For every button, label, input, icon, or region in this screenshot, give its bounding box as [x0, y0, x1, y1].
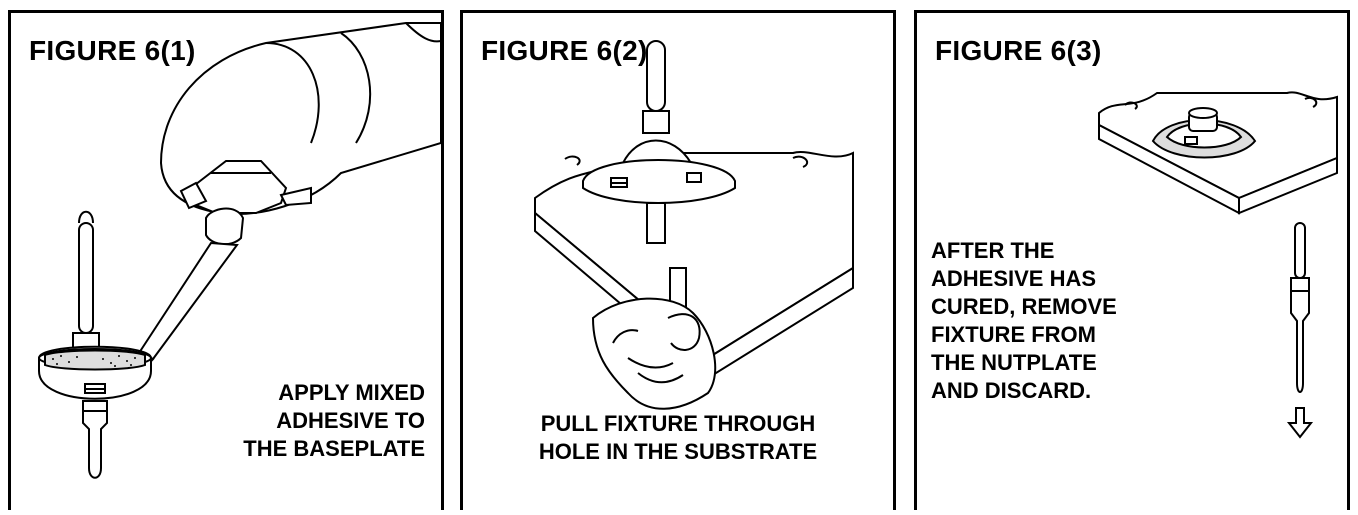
- caption-line: ADHESIVE TO: [276, 408, 425, 433]
- pull-fixture-illustration: [463, 13, 893, 493]
- caption-line: THE BASEPLATE: [243, 436, 425, 461]
- caption-line: AFTER THE: [931, 238, 1055, 263]
- caption-line: FIXTURE FROM: [931, 322, 1096, 347]
- figure-title: FIGURE 6(1): [29, 35, 196, 66]
- figure-caption: PULL FIXTURE THROUGH HOLE IN THE SUBSTRA…: [463, 410, 893, 466]
- figure-panel-6-3: FIGURE 6(3) AFTER THE ADHESIVE HAS CURED…: [914, 10, 1350, 510]
- caption-line: CURED, REMOVE: [931, 294, 1117, 319]
- figure-panel-6-2: FIGURE 6(2) PULL FIXTURE THROUGH HOLE IN…: [460, 10, 896, 510]
- figure-panel-6-1: FIGURE 6(1): [8, 10, 444, 510]
- adhesive-application-illustration: [11, 13, 441, 493]
- caption-line: APPLY MIXED: [278, 380, 425, 405]
- remove-fixture-illustration: [917, 13, 1347, 493]
- figure-title: FIGURE 6(2): [481, 35, 648, 66]
- caption-line: HOLE IN THE SUBSTRATE: [538, 439, 818, 464]
- caption-line: AND DISCARD.: [931, 378, 1092, 403]
- caption-line: ADHESIVE HAS: [931, 266, 1097, 291]
- figure-caption: AFTER THE ADHESIVE HAS CURED, REMOVE FIX…: [931, 237, 1131, 405]
- figure-title: FIGURE 6(3): [935, 35, 1102, 66]
- caption-line: THE NUTPLATE: [931, 350, 1097, 375]
- figure-caption: APPLY MIXED ADHESIVE TO THE BASEPLATE: [165, 379, 425, 515]
- caption-line: PULL FIXTURE THROUGH: [540, 411, 816, 436]
